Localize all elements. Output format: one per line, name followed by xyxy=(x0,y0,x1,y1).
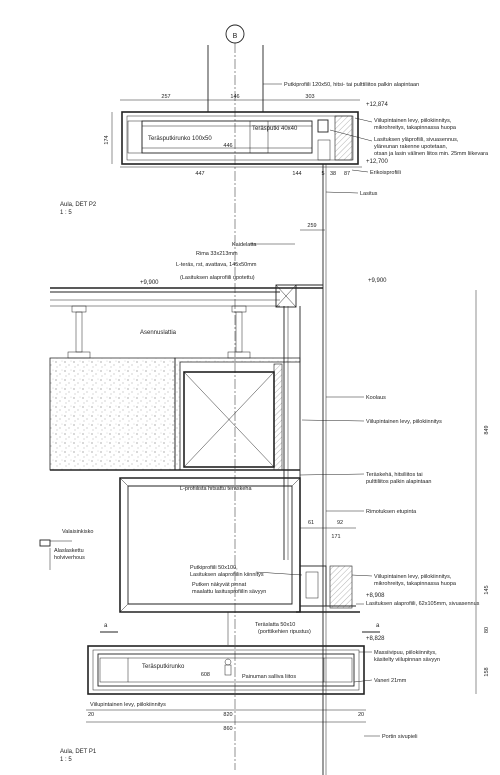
svg-text:20: 20 xyxy=(88,712,94,718)
svg-text:92: 92 xyxy=(337,520,343,526)
svg-text:+12,874: +12,874 xyxy=(366,102,389,108)
p1-scale: 1 : 5 xyxy=(60,757,72,763)
svg-text:Teräsputkirunko 100x50: Teräsputkirunko 100x50 xyxy=(148,136,212,142)
svg-text:(porttikehien ripustus): (porttikehien ripustus) xyxy=(258,629,311,635)
svg-text:Erikoisprofiili: Erikoisprofiili xyxy=(370,170,401,176)
svg-text:Lasituksen alaprofiili, 62x105: Lasituksen alaprofiili, 62x105mm, sivuas… xyxy=(366,601,480,607)
svg-text:Kaidelatta: Kaidelatta xyxy=(232,242,257,248)
svg-text:a: a xyxy=(104,623,108,629)
svg-text:38: 38 xyxy=(330,171,336,177)
svg-text:Massiivipuu, piilokiinnitys,: Massiivipuu, piilokiinnitys, xyxy=(374,650,437,656)
p2-scale: 1 : 5 xyxy=(60,210,72,216)
svg-text:+8,908: +8,908 xyxy=(366,593,385,599)
svg-text:(Lasituksen alaprofiili upotet: (Lasituksen alaprofiili upotettu) xyxy=(180,275,255,281)
svg-text:Alaslaskettu: Alaslaskettu xyxy=(54,548,84,554)
svg-text:Koolaus: Koolaus xyxy=(366,395,386,401)
svg-text:Viilupintainen levy, piilokiin: Viilupintainen levy, piilokiinnitys xyxy=(366,419,442,425)
svg-text:171: 171 xyxy=(331,534,340,540)
svg-text:mikrohreitys, takapinnassa huo: mikrohreitys, takapinnassa huopa xyxy=(374,581,457,587)
svg-text:849: 849 xyxy=(484,425,490,434)
svg-text:Rima 33x213mm: Rima 33x213mm xyxy=(196,251,238,257)
detail-p2: 257 146 303 Teräsputkirunko 100x50 Teräs… xyxy=(60,45,489,775)
svg-text:174: 174 xyxy=(104,135,110,144)
svg-text:pulttiliitos palkin alapintaan: pulttiliitos palkin alapintaan xyxy=(366,479,431,485)
svg-text:L-profiilista hitsattu teräske: L-profiilista hitsattu teräskehä xyxy=(180,486,252,492)
svg-text:Putken näkyvät pinnat: Putken näkyvät pinnat xyxy=(192,582,247,588)
svg-text:+9,900: +9,900 xyxy=(140,280,159,286)
svg-text:Viilupintainen levy, piilokiin: Viilupintainen levy, piilokiinnitys, xyxy=(374,574,452,580)
svg-text:820: 820 xyxy=(223,712,232,718)
svg-text:+8,828: +8,828 xyxy=(366,636,385,642)
svg-text:mikrohreitys, takapinnassa huo: mikrohreitys, takapinnassa huopa xyxy=(374,125,457,131)
svg-text:Putkiprofiili 50x100,: Putkiprofiili 50x100, xyxy=(190,565,238,571)
svg-text:+9,900: +9,900 xyxy=(368,278,387,284)
svg-text:Painuman salliva liitos: Painuman salliva liitos xyxy=(242,674,296,680)
svg-text:Lasituksen alaprofiilin kiinni: Lasituksen alaprofiilin kiinnitys xyxy=(190,572,264,578)
svg-text:446: 446 xyxy=(223,143,232,149)
svg-text:holviverhous: holviverhous xyxy=(54,555,85,561)
svg-text:Valaisinkisko: Valaisinkisko xyxy=(62,529,93,535)
p2-title: Aula, DET P2 xyxy=(60,202,97,208)
svg-text:259: 259 xyxy=(307,223,316,229)
svg-text:Teräsputkirunko: Teräsputkirunko xyxy=(142,664,185,670)
svg-text:L-teräs, rst, avattava, 145x50: L-teräs, rst, avattava, 145x50mm xyxy=(176,262,257,268)
svg-text:maalattu lasitusprofiilin sävy: maalattu lasitusprofiilin sävyyn xyxy=(192,589,266,595)
svg-text:Vaneri 21mm: Vaneri 21mm xyxy=(374,678,407,684)
svg-text:Viilupintainen levy, piilokiin: Viilupintainen levy, piilokiinnitys, xyxy=(374,118,452,124)
svg-text:146: 146 xyxy=(230,94,239,100)
svg-text:608: 608 xyxy=(201,672,210,678)
svg-text:447: 447 xyxy=(195,171,204,177)
detail-p1: 259 Asennuslattia xyxy=(39,223,490,763)
svg-text:Teräsputki 40x40: Teräsputki 40x40 xyxy=(252,126,298,132)
svg-text:Teräskehä, hitsiliitos tai: Teräskehä, hitsiliitos tai xyxy=(366,472,423,478)
svg-text:käsitelty viilupinnan sävyyn: käsitelty viilupinnan sävyyn xyxy=(374,657,440,663)
svg-text:20: 20 xyxy=(358,712,364,718)
svg-text:otsan ja lasin välinen liitos: otsan ja lasin välinen liitos min. 25mm … xyxy=(374,151,489,157)
svg-text:303: 303 xyxy=(305,94,314,100)
svg-text:158: 158 xyxy=(484,667,490,676)
svg-text:yläreunan rakenne upotetaan,: yläreunan rakenne upotetaan, xyxy=(374,144,448,150)
svg-text:Viilupintainen levy, piilokiin: Viilupintainen levy, piilokiinnitys xyxy=(90,702,166,708)
svg-text:Portin sivupieli: Portin sivupieli xyxy=(382,734,417,740)
svg-text:Rimotuksen etupinta: Rimotuksen etupinta xyxy=(366,509,417,515)
svg-text:+12,700: +12,700 xyxy=(366,159,389,165)
p1-title: Aula, DET P1 xyxy=(60,749,97,755)
svg-text:Lasitus: Lasitus xyxy=(360,191,378,197)
svg-text:145: 145 xyxy=(484,585,490,594)
grid-marker-label: B xyxy=(233,33,238,40)
svg-text:80: 80 xyxy=(484,627,490,633)
svg-text:a: a xyxy=(376,623,380,629)
svg-text:144: 144 xyxy=(292,171,301,177)
svg-text:Putkiprofiili 120x50, hitsi- t: Putkiprofiili 120x50, hitsi- tai pulttil… xyxy=(284,82,419,88)
svg-text:Lasituksen yläprofiili, sivuas: Lasituksen yläprofiili, sivuasennus, xyxy=(374,137,459,143)
svg-text:61: 61 xyxy=(308,520,314,526)
svg-text:257: 257 xyxy=(161,94,170,100)
svg-text:87: 87 xyxy=(344,171,350,177)
svg-text:860: 860 xyxy=(223,726,232,732)
svg-text:Teräslatta 50x10: Teräslatta 50x10 xyxy=(255,622,295,628)
svg-text:Asennuslattia: Asennuslattia xyxy=(140,330,177,336)
